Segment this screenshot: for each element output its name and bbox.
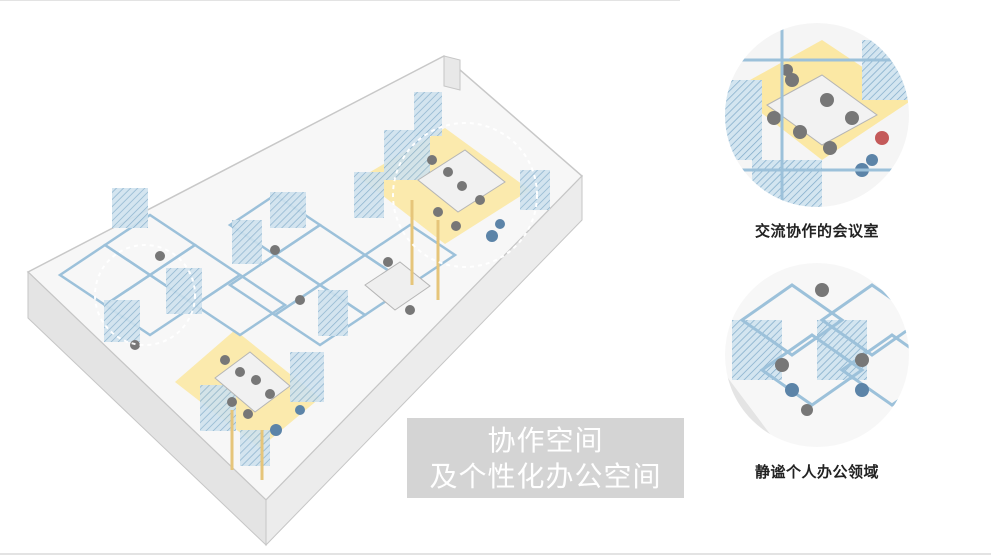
main-caption-line2: 及个性化办公空间 bbox=[429, 460, 662, 493]
bottom-divider bbox=[0, 553, 991, 555]
meeting-room-detail-image bbox=[725, 23, 909, 207]
isometric-office-plan bbox=[26, 55, 584, 547]
focus-circles bbox=[94, 122, 538, 346]
private-office-detail-image bbox=[725, 263, 909, 447]
striped-glass-panels bbox=[104, 92, 550, 466]
main-caption: 协作空间 及个性化办公空间 bbox=[407, 418, 684, 498]
private-office-label: 静谧个人办公领域 bbox=[754, 463, 879, 481]
main-caption-line1: 协作空间 bbox=[487, 424, 604, 457]
meeting-table-upper bbox=[417, 149, 506, 213]
chairs bbox=[130, 155, 485, 419]
back-wall-corner bbox=[443, 55, 461, 91]
wood-columns bbox=[230, 200, 440, 480]
work-desk bbox=[364, 261, 431, 311]
top-divider bbox=[0, 0, 680, 1]
side-wall bbox=[265, 174, 583, 547]
meeting-room-label: 交流协作的会议室 bbox=[754, 222, 879, 240]
people bbox=[270, 219, 505, 436]
